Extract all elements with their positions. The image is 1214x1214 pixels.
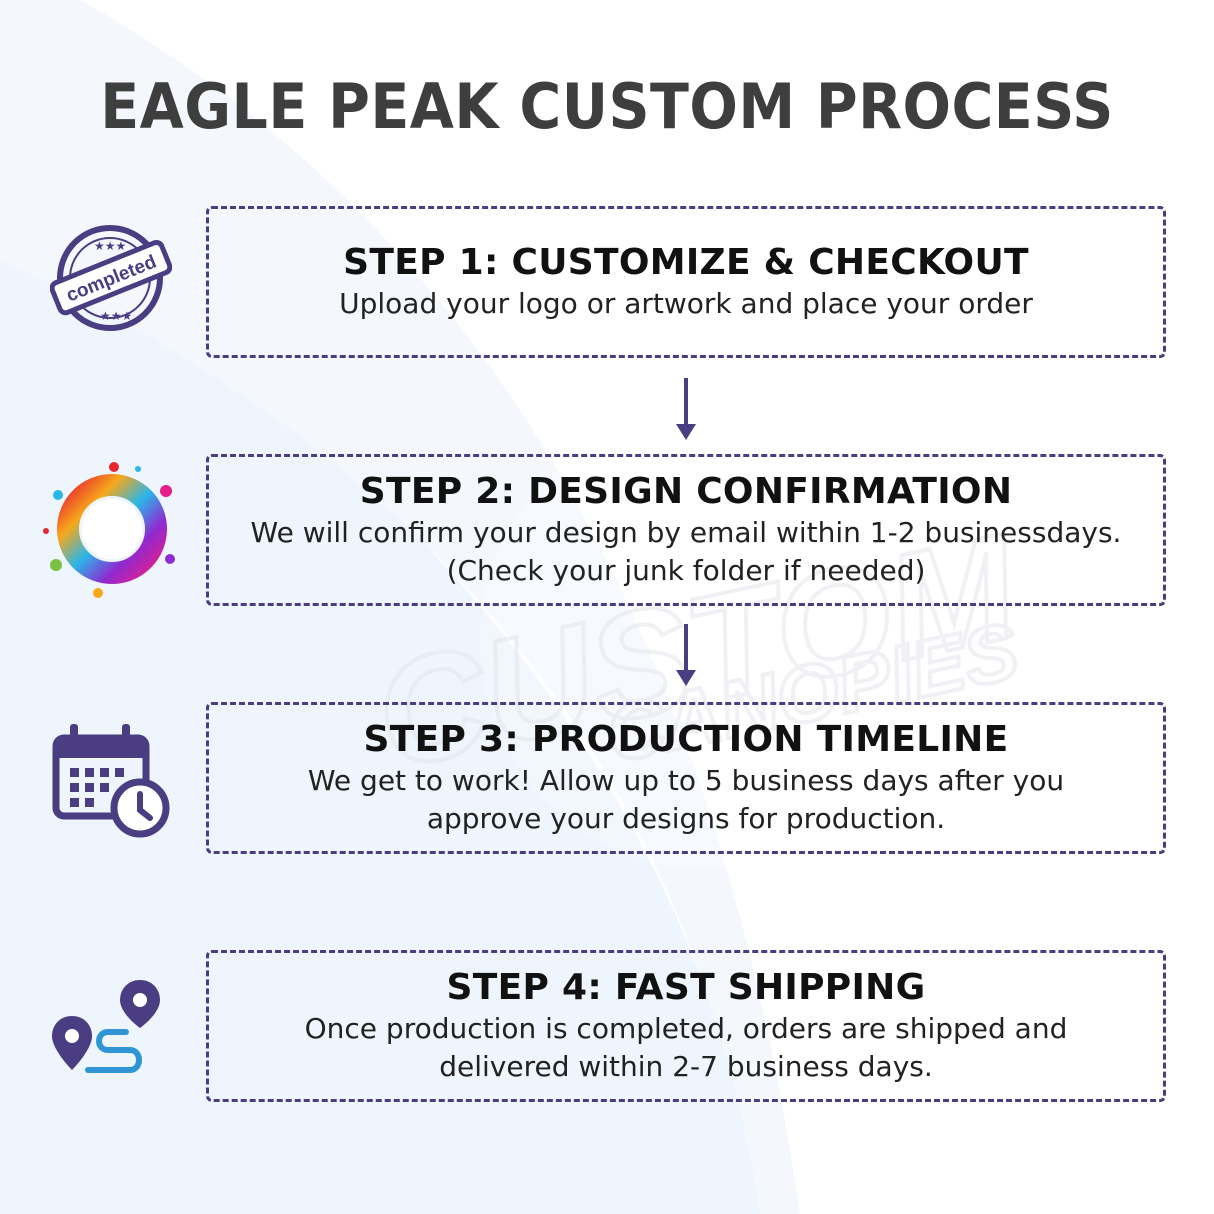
- step-2-description: We will confirm your design by email wit…: [250, 515, 1122, 587]
- step-2-title: STEP 2: DESIGN CONFIRMATION: [359, 471, 1013, 513]
- down-arrow-icon: [676, 378, 696, 440]
- step-4-description: Once production is completed, orders are…: [304, 1011, 1068, 1083]
- paint-splash-icon: [43, 462, 175, 598]
- svg-text:★★★: ★★★: [94, 239, 126, 253]
- watermark-logo: CUSTOM CANOPIES: [360, 410, 1035, 870]
- step-1-description: Upload your logo or artwork and place yo…: [339, 286, 1033, 320]
- step-4-title: STEP 4: FAST SHIPPING: [446, 967, 926, 1009]
- completed-stamp-icon: completed ★★★ ★★★: [50, 225, 172, 331]
- svg-text:★★★: ★★★: [100, 309, 132, 323]
- step-1-box: STEP 1: CUSTOMIZE & CHECKOUT Upload your…: [206, 206, 1166, 358]
- step-2-box: STEP 2: DESIGN CONFIRMATION We will conf…: [206, 454, 1166, 606]
- step-3-title: STEP 3: PRODUCTION TIMELINE: [363, 719, 1009, 761]
- step-3-description: We get to work! Allow up to 5 business d…: [307, 763, 1065, 835]
- page-title: EAGLE PEAK CUSTOM PROCESS: [100, 70, 1114, 143]
- route-pins-icon: [52, 980, 160, 1073]
- step-3-box: STEP 3: PRODUCTION TIMELINE We get to wo…: [206, 702, 1166, 854]
- step-4-box: STEP 4: FAST SHIPPING Once production is…: [206, 950, 1166, 1102]
- down-arrow-icon: [676, 624, 696, 686]
- step-1-title: STEP 1: CUSTOMIZE & CHECKOUT: [343, 242, 1029, 284]
- calendar-clock-icon: [52, 724, 170, 838]
